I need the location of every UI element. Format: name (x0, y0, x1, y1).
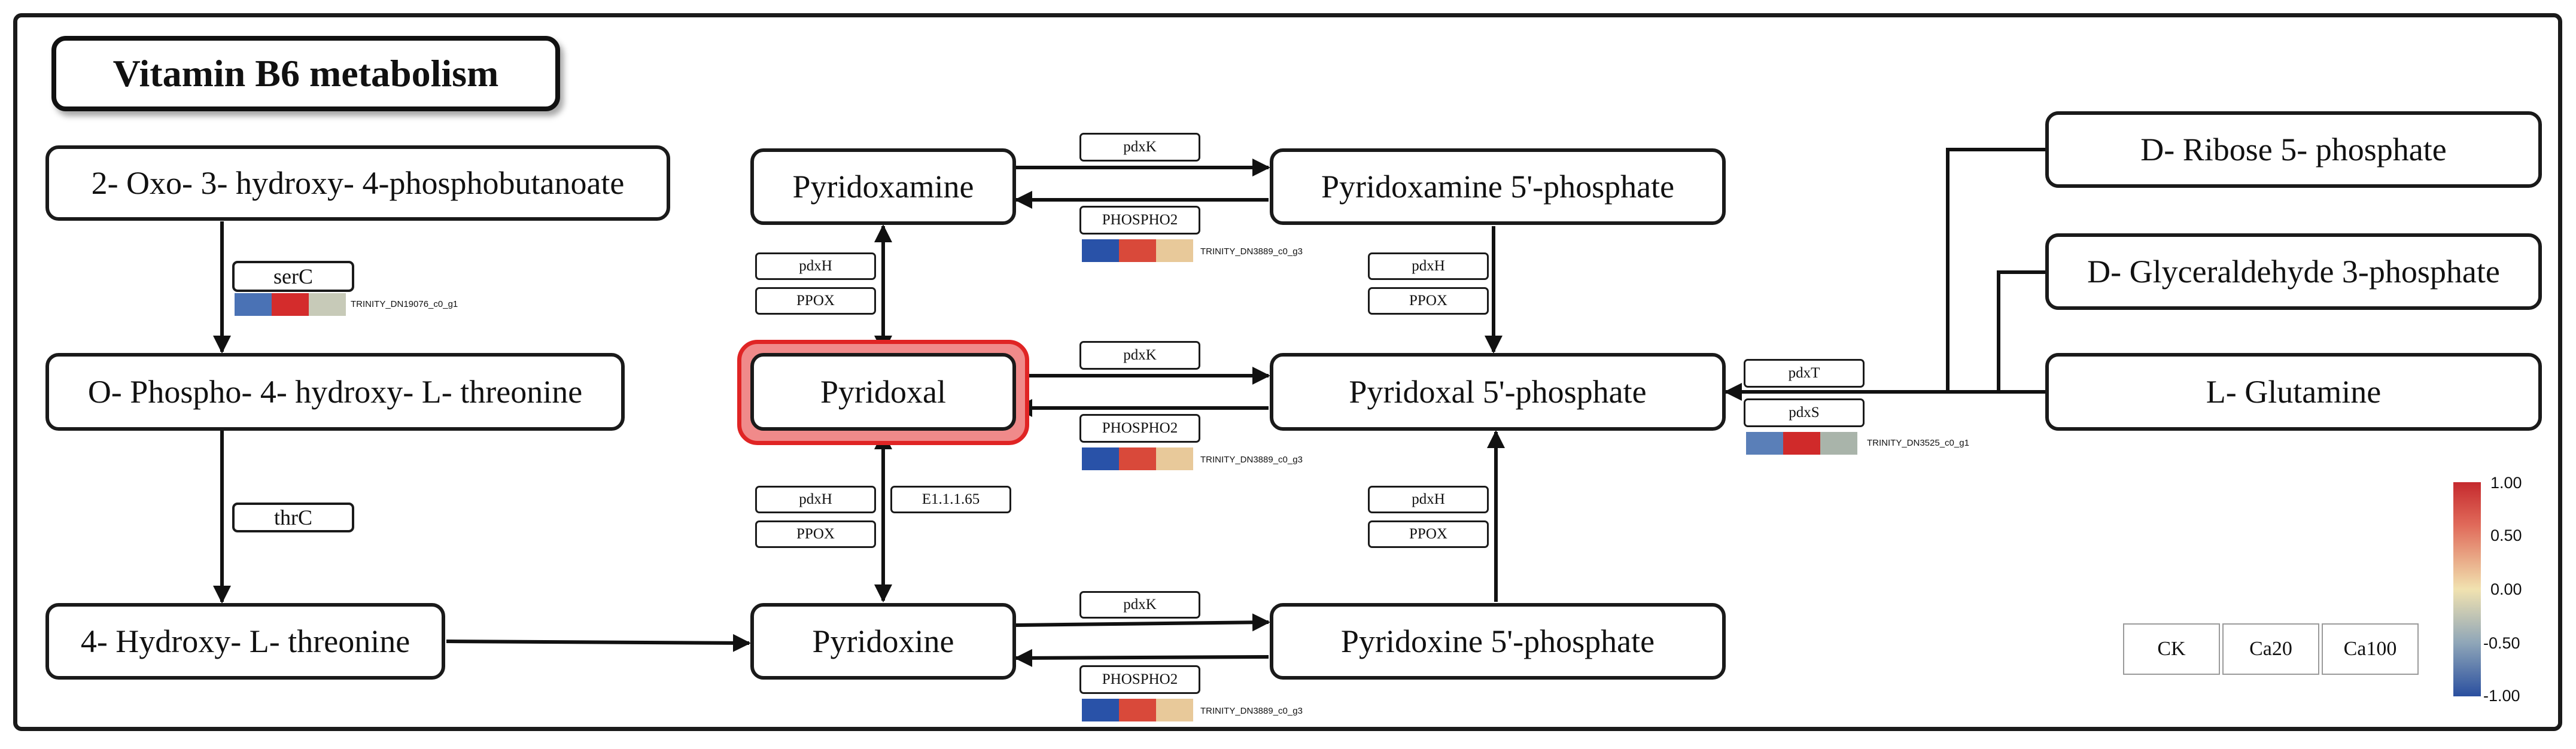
arrow-hydroxythr-pyridoxine (446, 634, 751, 652)
node-pyridoxamine-5-phosphate[interactable]: Pyridoxamine 5'-phosphate (1270, 148, 1726, 225)
scale-tick-0-5: 0.50 (2490, 526, 2522, 544)
node-hydroxy-threonine[interactable]: 4- Hydroxy- L- threonine (45, 603, 445, 680)
node-o-phospho-hydroxy-threonine[interactable]: O- Phospho- 4- hydroxy- L- threonine (45, 353, 625, 431)
scale-tick-max: 1.00 (2490, 474, 2522, 492)
enzyme-pdxK-mid[interactable]: pdxK (1079, 341, 1200, 370)
legend-sample-ca100: Ca100 (2322, 623, 2419, 675)
heatmap-cell-ck (1082, 447, 1119, 470)
color-scale-bar (2453, 482, 2481, 696)
heatmap-cell-ca20 (1119, 447, 1156, 470)
enzyme-phospho2-bottom[interactable]: PHOSPHO2 (1079, 665, 1200, 694)
node-pyridoxamine[interactable]: Pyridoxamine (750, 148, 1016, 225)
scale-tick-neg-0-5: -0.50 (2483, 634, 2520, 652)
diagram-frame (13, 13, 2562, 731)
gene-id-phospho2-mid: TRINITY_DN3889_c0_g3 (1200, 455, 1303, 465)
heatmap-cell-ca20 (1119, 699, 1156, 721)
enzyme-pdxH-right-upper[interactable]: pdxH (1368, 252, 1489, 280)
node-pyridoxine-5-phosphate[interactable]: Pyridoxine 5'-phosphate (1270, 603, 1726, 680)
node-pyridoxal-5-phosphate[interactable]: Pyridoxal 5'-phosphate (1270, 353, 1726, 431)
node-l-glutamine[interactable]: L- Glutamine (2045, 353, 2542, 431)
heatmap-cell-ca100 (1820, 432, 1857, 455)
enzyme-pdxS[interactable]: pdxS (1744, 398, 1865, 427)
enzyme-pdxH-right-lower[interactable]: pdxH (1368, 486, 1489, 513)
arrow-pyridoxine-pnp (1015, 613, 1270, 632)
gene-id-phospho2-top: TRINITY_DN3889_c0_g3 (1200, 246, 1303, 257)
heatmap-cell-ck (1082, 699, 1119, 721)
heatmap-cell-ca20 (272, 293, 309, 316)
legend-sample-ck: CK (2123, 623, 2220, 675)
heatmap-cell-ca100 (1156, 699, 1193, 721)
enzyme-serC[interactable]: serC (232, 261, 354, 292)
heatmap-serC (235, 293, 346, 316)
enzyme-ppox-left-lower[interactable]: PPOX (755, 520, 876, 548)
enzyme-pdxK-top[interactable]: pdxK (1079, 133, 1200, 162)
line-ribose (1946, 148, 2045, 392)
heatmap-phospho2-top (1082, 239, 1193, 262)
heatmap-cell-ck (1082, 239, 1119, 262)
heatmap-phospho2-mid (1082, 447, 1193, 470)
heatmap-pdxS (1746, 432, 1857, 455)
node-d-glyceraldehyde-3-phosphate[interactable]: D- Glyceraldehyde 3-phosphate (2045, 233, 2542, 310)
node-pyridoxine[interactable]: Pyridoxine (750, 603, 1016, 680)
heatmap-cell-ck (1746, 432, 1783, 455)
node-oxo-hydroxy-phosphobutanoate[interactable]: 2- Oxo- 3- hydroxy- 4-phosphobutanoate (45, 145, 670, 221)
enzyme-thrC[interactable]: thrC (232, 503, 354, 532)
heatmap-cell-ca100 (1156, 239, 1193, 262)
heatmap-cell-ca100 (1156, 447, 1193, 470)
enzyme-pdxK-bottom[interactable]: pdxK (1079, 591, 1200, 619)
enzyme-phospho2-mid[interactable]: PHOSPHO2 (1079, 414, 1200, 443)
heatmap-cell-ca100 (309, 293, 346, 316)
line-glyceraldehyde (1997, 270, 2045, 392)
enzyme-pdxH-left-lower[interactable]: pdxH (755, 486, 876, 513)
node-d-ribose-5-phosphate[interactable]: D- Ribose 5- phosphate (2045, 111, 2542, 188)
enzyme-ppox-left-upper[interactable]: PPOX (755, 287, 876, 315)
arrow-pnp-pyridoxine (1014, 648, 1269, 667)
enzyme-phospho2-top[interactable]: PHOSPHO2 (1079, 206, 1200, 235)
heatmap-cell-ca20 (1119, 239, 1156, 262)
heatmap-cell-ca20 (1783, 432, 1820, 455)
enzyme-pdxH-left-upper[interactable]: pdxH (755, 252, 876, 280)
page-title: Vitamin B6 metabolism (51, 36, 560, 111)
enzyme-ppox-right-lower[interactable]: PPOX (1368, 520, 1489, 548)
scale-tick-min: -1.00 (2483, 687, 2520, 705)
heatmap-phospho2-bottom (1082, 699, 1193, 721)
enzyme-pdxT[interactable]: pdxT (1744, 359, 1865, 388)
gene-id-phospho2-bottom: TRINITY_DN3889_c0_g3 (1200, 706, 1303, 716)
enzyme-ppox-right-upper[interactable]: PPOX (1368, 287, 1489, 315)
heatmap-cell-ck (235, 293, 272, 316)
legend-sample-ca20: Ca20 (2222, 623, 2319, 675)
node-pyridoxal[interactable]: Pyridoxal (750, 353, 1016, 431)
enzyme-e1-1-1-65[interactable]: E1.1.1.65 (890, 486, 1011, 513)
gene-id-pdxS: TRINITY_DN3525_c0_g1 (1867, 438, 1969, 448)
gene-id-serC: TRINITY_DN19076_c0_g1 (351, 299, 458, 309)
scale-tick-0: 0.00 (2490, 580, 2522, 598)
